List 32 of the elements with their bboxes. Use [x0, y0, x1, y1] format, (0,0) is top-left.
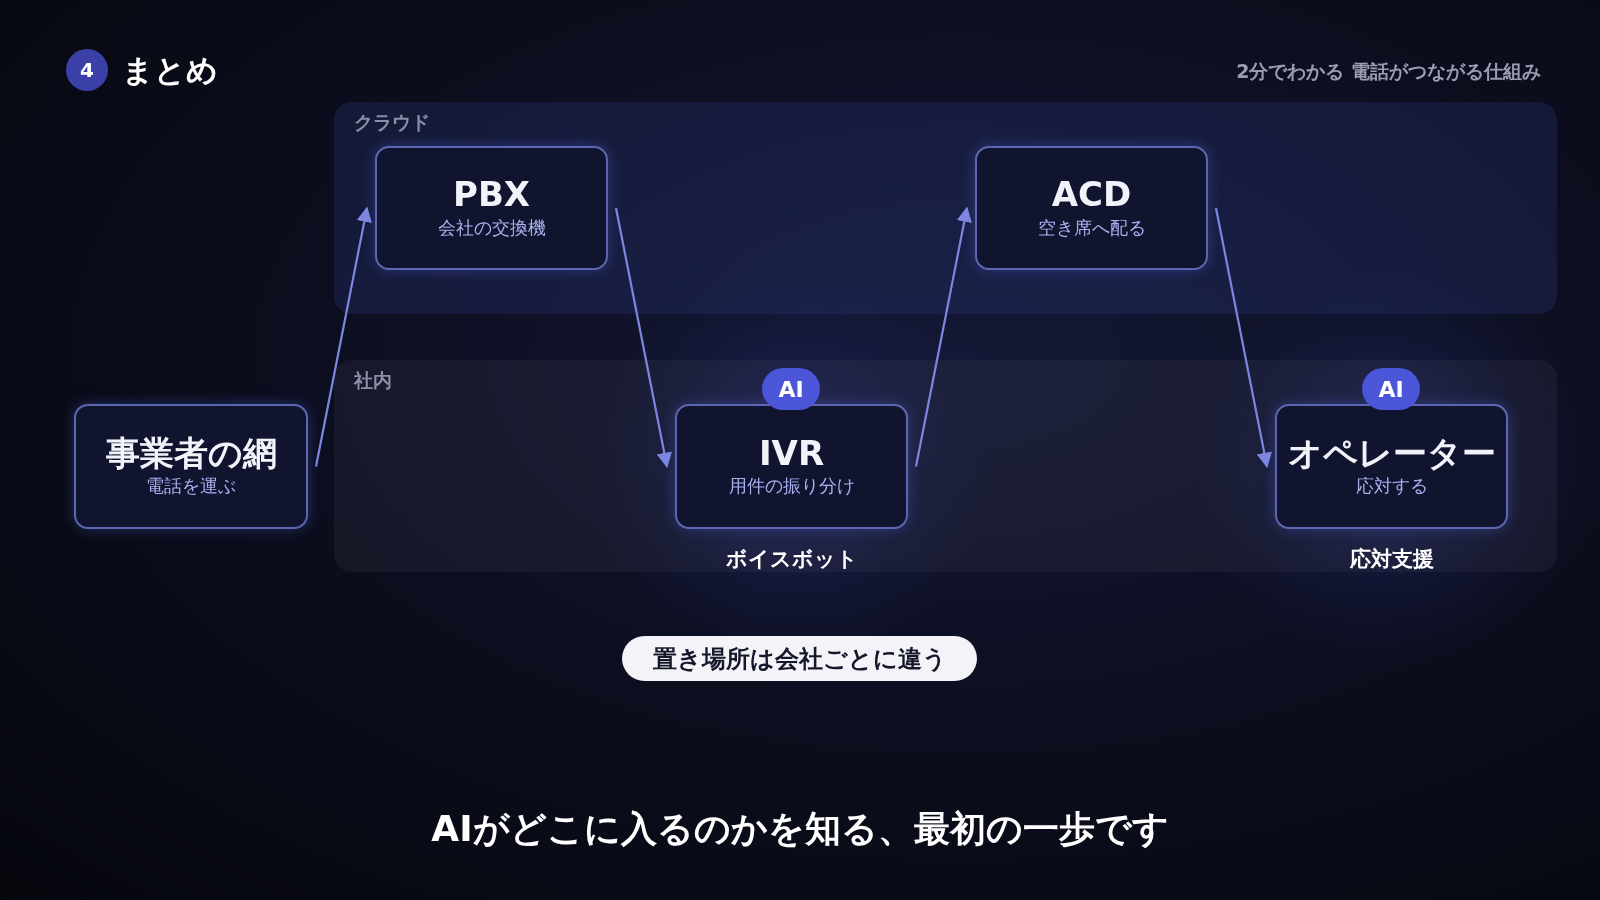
box-subtitle: 会社の交換機 [437, 215, 546, 240]
process-box [675, 404, 908, 529]
region-panel [334, 102, 1557, 314]
box-subtitle: 応対する [1355, 474, 1428, 499]
arrow [1214, 207, 1272, 468]
slide-title: まとめ [122, 51, 218, 90]
box-subtitle: 電話を運ぶ [146, 474, 236, 499]
process-box [1275, 404, 1508, 529]
process-box [74, 404, 308, 529]
subtitle-caption: AIがどこに入るのかを知る、最初の一歩です [431, 808, 1169, 849]
ai-badge: AI [762, 368, 820, 410]
box-subtitle: 空き席へ配る [1037, 215, 1146, 240]
box-caption: 応対支援 [1349, 546, 1434, 573]
arrow [614, 207, 672, 468]
arrow [314, 206, 372, 467]
box-title: ACD [1051, 176, 1132, 214]
box-title: オペレーター [1287, 434, 1496, 473]
region-panel [334, 360, 1557, 572]
ai-badge: AI [1362, 368, 1420, 410]
box-title: PBX [452, 176, 531, 214]
arrow [914, 206, 972, 467]
box-subtitle: 用件の振り分け [728, 474, 855, 499]
region-label: 社内 [354, 368, 392, 393]
box-title: IVR [758, 434, 825, 473]
process-box [375, 146, 608, 270]
step-number-badge: 4 [66, 49, 108, 91]
region-label: クラウド [354, 110, 430, 135]
note-pill: 置き場所は会社ごとに違う [622, 636, 977, 681]
series-title: 2分でわかる 電話がつながる仕組み [1236, 59, 1541, 84]
process-box [975, 146, 1208, 270]
box-caption: ボイスボット [725, 546, 858, 573]
box-title: 事業者の網 [105, 434, 277, 473]
